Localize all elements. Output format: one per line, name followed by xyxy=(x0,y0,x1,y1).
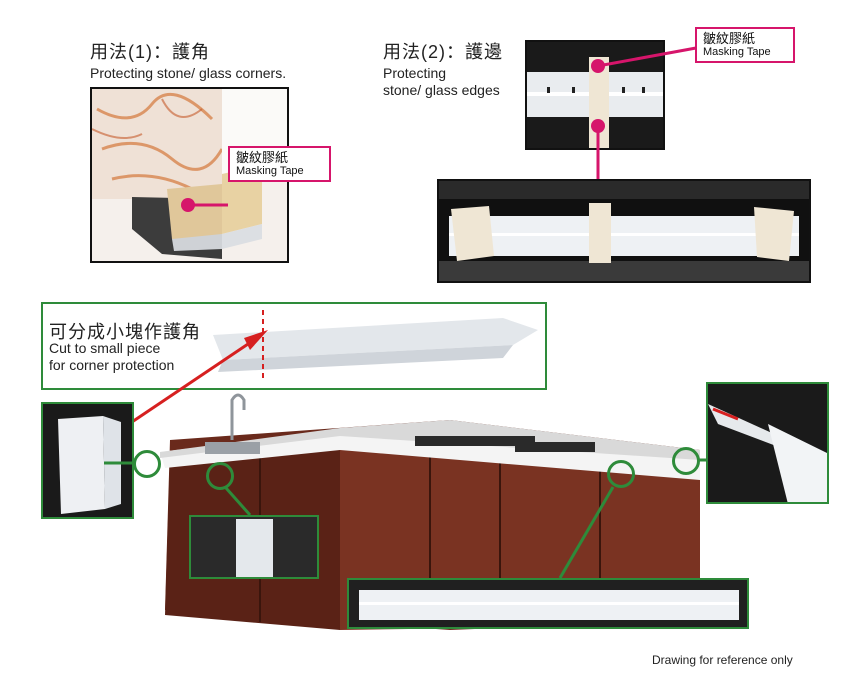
marble-corner-illustration xyxy=(92,89,287,261)
masking-tape-tag-1: 皺紋膠紙 Masking Tape xyxy=(228,146,331,182)
corner-piece xyxy=(58,416,121,514)
edge-guard-short xyxy=(527,57,663,148)
tag-2-dot-top xyxy=(591,59,605,73)
callout-ring-left xyxy=(133,450,161,478)
masking-tape-tag-1-en: Masking Tape xyxy=(236,165,304,177)
masking-tape-tag-2: 皺紋膠紙 Masking Tape xyxy=(695,27,795,63)
cut-piece-panel xyxy=(41,302,547,390)
counter-edge-guard xyxy=(359,590,739,620)
usage1-title-cn: 用法(1)：護角 xyxy=(90,42,210,62)
right-corner-photo xyxy=(706,382,829,504)
sink-corner-piece xyxy=(236,519,273,577)
callout-ring-sink xyxy=(206,462,234,490)
tag-2-dot-mid xyxy=(591,119,605,133)
masking-tape-tag-1-cn: 皺紋膠紙 xyxy=(236,150,289,165)
right-corner-piece xyxy=(708,404,827,502)
cut-en-2: for corner protection xyxy=(49,357,175,373)
sink-corner-photo xyxy=(189,515,319,579)
cut-en-1: Cut to small piece xyxy=(49,340,161,356)
masking-tape-tag-2-en: Masking Tape xyxy=(703,46,771,58)
usage2-title-en-2: stone/ glass edges xyxy=(383,82,500,98)
callout-ring-edge xyxy=(607,460,635,488)
edge-long-photo xyxy=(437,179,811,283)
cut-title-cn: 可分成小塊作護角 xyxy=(49,322,201,342)
edge-guard-long xyxy=(439,181,809,281)
masking-tape-tag-2-cn: 皺紋膠紙 xyxy=(703,31,756,46)
usage1-title-en: Protecting stone/ glass corners. xyxy=(90,65,287,81)
counter-edge-photo xyxy=(347,578,749,629)
corner-piece-photo xyxy=(41,402,134,519)
usage2-title-cn: 用法(2)：護邊 xyxy=(383,42,503,62)
tag-1-dot xyxy=(181,198,195,212)
usage2-title-en-1: Protecting xyxy=(383,65,447,81)
angle-guard-strip xyxy=(213,310,538,380)
reference-note: Drawing for reference only xyxy=(652,653,793,667)
corner-photo xyxy=(90,87,289,263)
